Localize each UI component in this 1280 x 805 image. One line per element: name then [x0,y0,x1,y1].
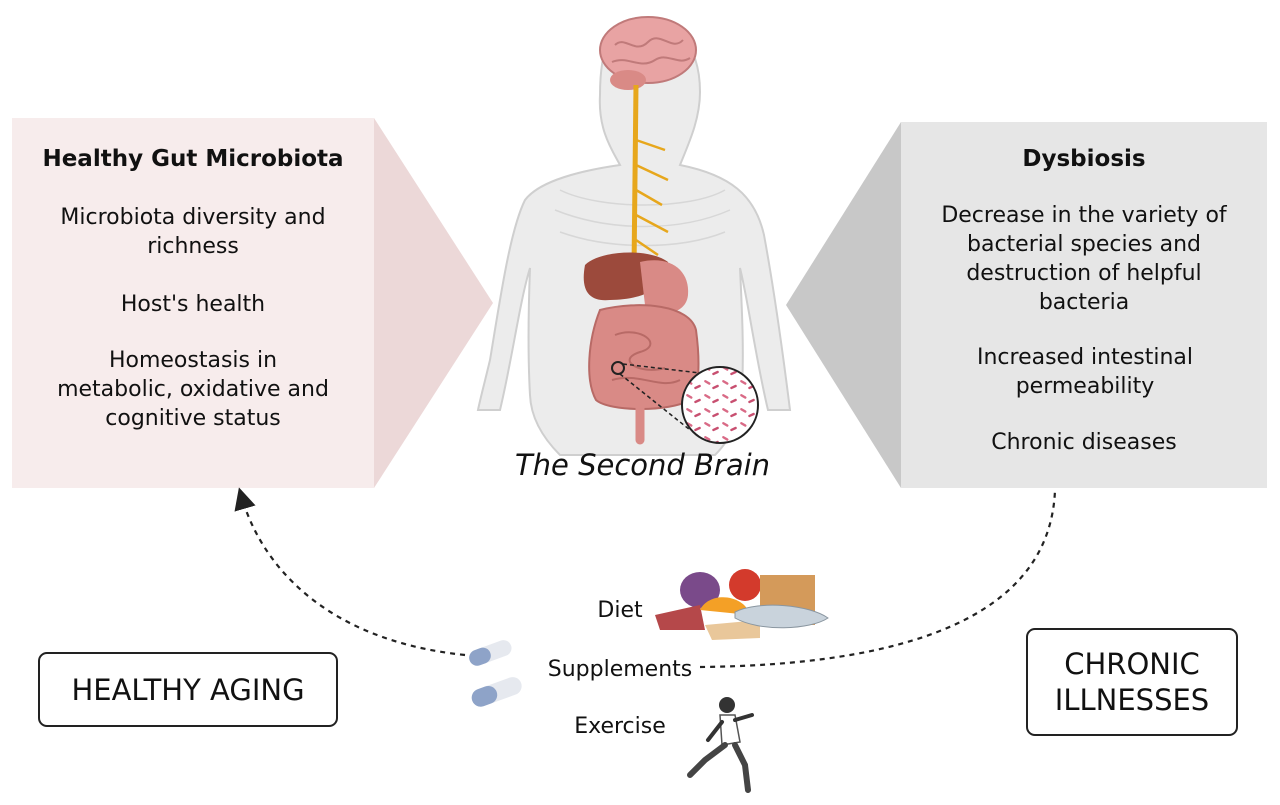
microbiota-magnifier-icon [611,361,759,444]
digestive-system-icon [583,252,700,445]
center-title: The Second Brain [514,448,771,482]
outcome-healthy-aging: HEALTHY AGING [38,652,338,727]
outcome-chronic-illnesses: CHRONIC ILLNESSES [1026,628,1238,736]
capsules-icon [469,640,522,707]
food-icon [655,569,829,640]
lever-exercise: Exercise [574,714,666,739]
dysbiosis-panel [786,122,1267,488]
healthy-item-2: Host's health [120,292,266,317]
healthy-item-3: Homeostasis in metabolic, oxidative and … [57,348,329,431]
lever-diet: Diet [597,598,643,623]
runner-icon [687,697,754,793]
dysbiosis-item-2: Increased intestinal permeability [976,345,1193,399]
vagus-nerve-icon [631,84,669,271]
dysbiosis-panel-title: Dysbiosis [1022,146,1146,172]
healthy-aging-arrow [234,487,466,657]
dysbiosis-item-3: Chronic diseases [991,430,1177,455]
healthy-item-1: Microbiota diversity and richness [60,205,326,259]
healthy-panel-title: Healthy Gut Microbiota [42,146,344,172]
dysbiosis-item-1: Decrease in the variety of bacterial spe… [941,203,1227,315]
brain-icon [599,16,697,90]
lever-supplements: Supplements [547,657,693,682]
healthy-panel [12,118,493,488]
